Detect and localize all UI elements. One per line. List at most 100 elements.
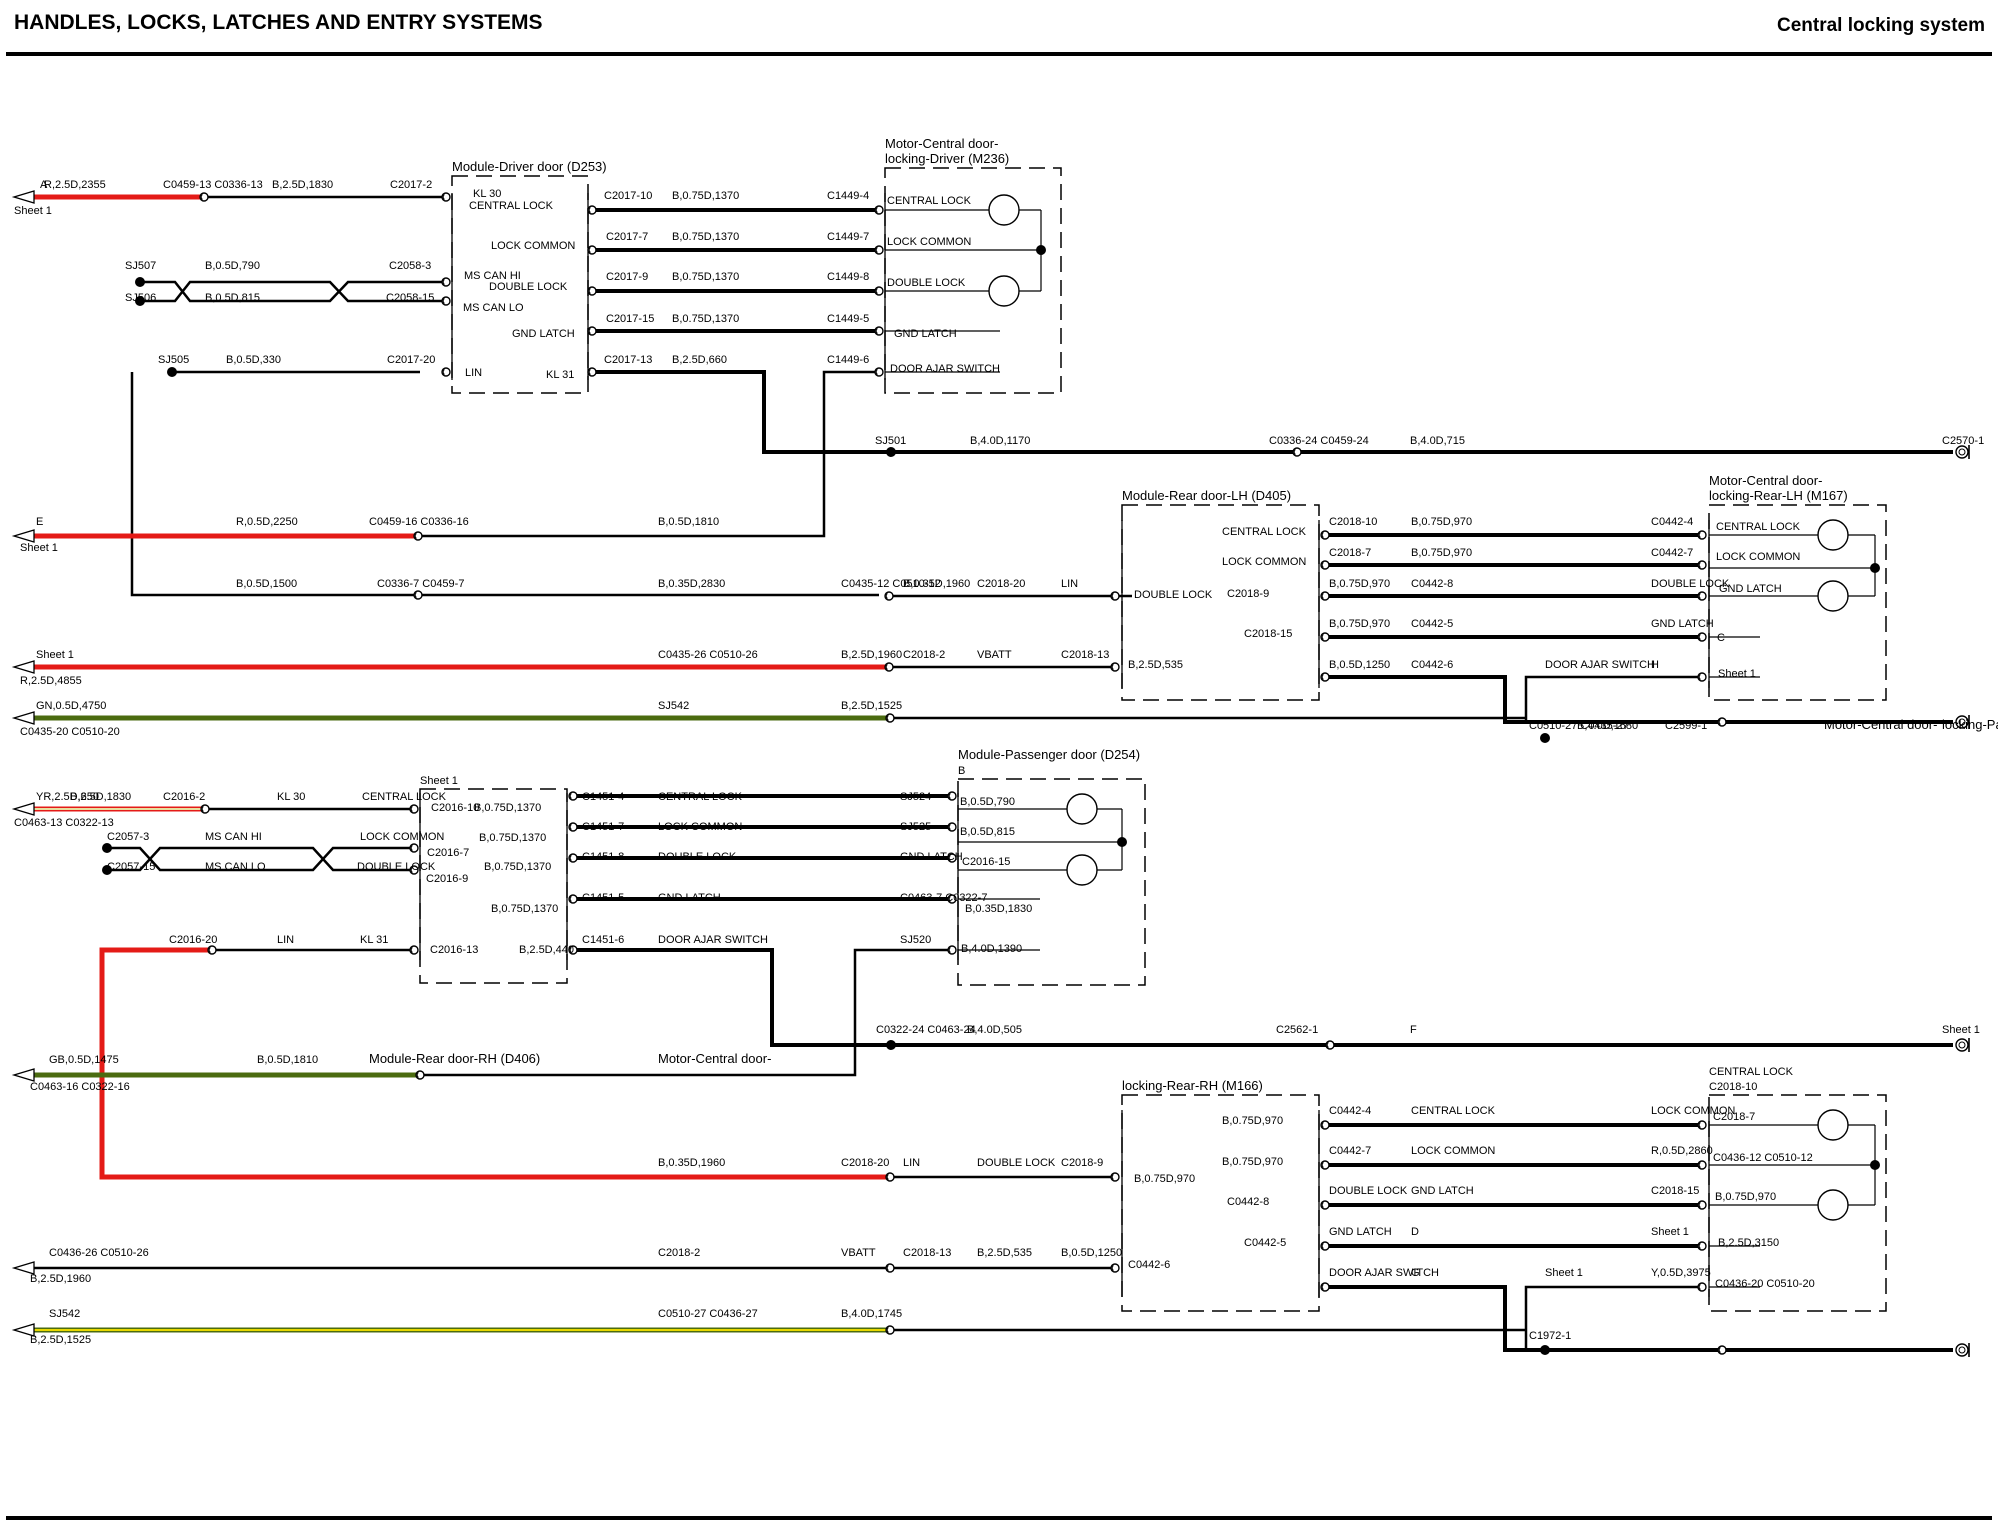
- text-label: Sheet 1: [20, 542, 58, 554]
- text-label: B,0.75D,970: [1222, 1156, 1283, 1168]
- connector-mark: [875, 247, 878, 253]
- text-label: G: [1411, 1267, 1420, 1279]
- component-box: [1708, 504, 1887, 701]
- connector-mark: [1111, 664, 1114, 670]
- connector-mark: [1698, 1202, 1701, 1208]
- connector-mark: [875, 328, 878, 334]
- connector-mark: [886, 1265, 889, 1271]
- wire: [107, 846, 414, 872]
- text-label: CENTRAL LOCK: [1716, 521, 1801, 533]
- connector-mark: [1321, 1243, 1324, 1249]
- connector-mark: [442, 369, 445, 375]
- connector-mark: [1321, 1162, 1324, 1168]
- text-label: B,0.75D,1370: [484, 861, 551, 873]
- text-label: LOCK COMMON: [1411, 1145, 1495, 1157]
- text-label: Motor-Central door-: [885, 136, 998, 151]
- splice-dot: [102, 865, 112, 875]
- text-label: C0442-4: [1329, 1105, 1371, 1117]
- text-label: R,0.5D,2250: [236, 516, 298, 528]
- section-title: Central locking system: [1777, 15, 1985, 36]
- text-label: VBATT: [977, 649, 1012, 661]
- text-label: B,0.35D,1960: [903, 578, 970, 590]
- text-label: C1451-7: [582, 821, 624, 833]
- text-label: B,0.35D,1830: [965, 903, 1032, 915]
- sheet-arrow: [11, 190, 35, 204]
- connector-mark: [1698, 1162, 1701, 1168]
- connector-mark: [1321, 1284, 1324, 1290]
- connector-mark: [416, 1072, 419, 1078]
- component-box: [1121, 1094, 1320, 1312]
- end-connector: [1955, 1343, 1969, 1357]
- text-label: B,2.5D,535: [977, 1247, 1032, 1259]
- text-label: DOUBLE LOCK: [1329, 1185, 1408, 1197]
- text-label: DOUBLE LOCK: [357, 861, 436, 873]
- connector-mark: [588, 288, 591, 294]
- text-label: C0510-27 C0435-27: [1529, 720, 1629, 732]
- text-label: R,2.5D,2355: [44, 179, 106, 191]
- sheet-arrow: [11, 711, 35, 725]
- text-label: GND LATCH: [894, 328, 957, 340]
- text-label: C1451-5: [582, 892, 624, 904]
- text-label: B,0.35D,1960: [658, 1157, 725, 1169]
- connector-mark: [948, 855, 951, 861]
- text-label: H: [1651, 659, 1659, 671]
- end-connector-inner: [1958, 718, 1966, 726]
- text-label: B,0.5D,1810: [658, 516, 719, 528]
- text-label: C2058-15: [386, 292, 434, 304]
- text-label: Sheet 1: [36, 649, 74, 661]
- page-title: HANDLES, LOCKS, LATCHES AND ENTRY SYSTEM…: [14, 11, 543, 34]
- text-label: B,2.5D,1830: [70, 791, 131, 803]
- text-label: Y,0.5D,3975: [1651, 1267, 1711, 1279]
- text-label: CENTRAL LOCK: [887, 195, 972, 207]
- text-label: KL 31: [360, 934, 388, 946]
- text-label: DOUBLE LOCK: [658, 851, 737, 863]
- text-label: C0322-24 C0463-24: [876, 1024, 976, 1036]
- text-label: locking-Rear-RH (M166): [1122, 1078, 1263, 1093]
- text-label: SJ501: [875, 435, 906, 447]
- sheet-arrow: [11, 660, 35, 674]
- connector-mark: [569, 947, 572, 953]
- text-label: C0463-16 C0322-16: [30, 1081, 130, 1093]
- connector-mark: [569, 824, 572, 830]
- splice-dot: [1540, 1345, 1550, 1355]
- text-label: GND LATCH: [658, 892, 721, 904]
- text-label: C0442-8: [1227, 1196, 1269, 1208]
- text-label: C1451-4: [582, 791, 624, 803]
- connector-mark: [1698, 593, 1701, 599]
- wire: [592, 370, 1953, 454]
- red-wire: [99, 947, 890, 1180]
- text-label: Sheet 1: [14, 205, 52, 217]
- text-label: C2058-3: [389, 260, 431, 272]
- text-label: LOCK COMMON: [1222, 556, 1306, 568]
- text-label: B,2.5D,535: [1128, 659, 1183, 671]
- connector-mark: [886, 1174, 889, 1180]
- text-label: C2018-20: [977, 578, 1025, 590]
- text-label: LIN: [277, 934, 294, 946]
- text-label: C0442-6: [1128, 1259, 1170, 1271]
- text-label: C0459-16 C0336-16: [369, 516, 469, 528]
- text-label: B,0.5D,1810: [257, 1054, 318, 1066]
- text-label: B,4.0D,505: [967, 1024, 1022, 1036]
- connector-mark: [1321, 532, 1324, 538]
- text-label: C1449-5: [827, 313, 869, 325]
- connector-mark: [948, 793, 951, 799]
- text-label: MS CAN LO: [463, 302, 524, 314]
- text-label: C2018-15: [1651, 1185, 1699, 1197]
- text-label: C2018-7: [1329, 547, 1371, 559]
- text-label: B,2.5D,1960: [841, 649, 902, 661]
- text-label: Module-Driver door (D253): [452, 159, 607, 174]
- text-label: C2016-10: [431, 802, 479, 814]
- text-label: GN,0.5D,4750: [36, 700, 106, 712]
- text-label: B: [958, 765, 965, 777]
- text-label: D: [1411, 1226, 1419, 1238]
- text-label: B,4.0D,1745: [841, 1308, 902, 1320]
- connector-mark: [948, 824, 951, 830]
- text-label: C2018-15: [1244, 628, 1292, 640]
- motor-symbol: [1066, 793, 1098, 825]
- text-label: B,0.75D,970: [1329, 578, 1390, 590]
- text-label: C0442-5: [1244, 1237, 1286, 1249]
- text-label: GND LATCH: [1329, 1226, 1392, 1238]
- text-label: Sheet 1: [1718, 668, 1756, 680]
- connector-mark: [1321, 562, 1324, 568]
- connector-mark: [588, 369, 591, 375]
